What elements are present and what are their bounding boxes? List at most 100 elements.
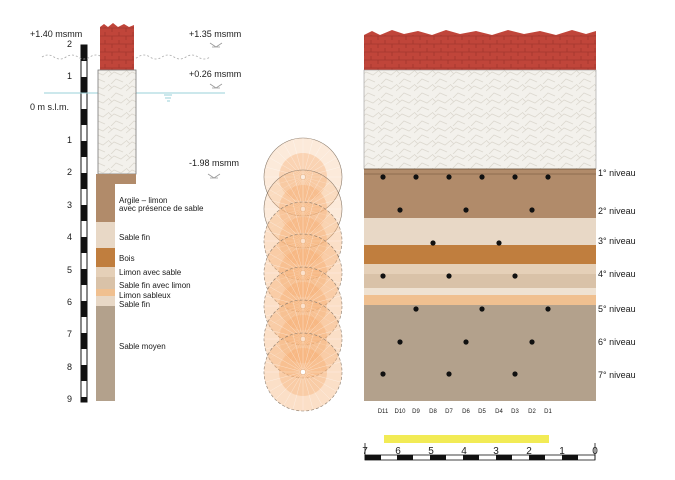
sampling-point	[413, 174, 419, 180]
stratum-silt-sand	[364, 264, 596, 274]
sampling-point	[529, 339, 535, 345]
elevation-right-low: -1.98 msmm	[189, 158, 239, 168]
sampling-point	[380, 174, 386, 180]
sampling-point	[446, 174, 452, 180]
soil-label-argile-2: avec présence de sable	[119, 204, 204, 213]
soil-label-limon-sable: Limon avec sable	[119, 268, 182, 277]
scale-tick: 2	[67, 167, 72, 177]
column-label: D2	[528, 409, 536, 415]
horizontal-scale-bar	[364, 443, 596, 461]
elevation-right-top: +1.35 msmm	[189, 29, 241, 39]
scale-tick: 4	[67, 232, 72, 242]
pile-disc	[263, 332, 343, 412]
column-label: D8	[429, 409, 437, 415]
sampling-point	[413, 306, 419, 312]
hscale-tick: 7	[362, 446, 368, 457]
highlight-bar	[384, 435, 549, 443]
sampling-point	[430, 240, 436, 246]
scale-tick: 3	[67, 200, 72, 210]
soil-label-sable-fin-2: Sable fin	[119, 300, 150, 309]
soil-label-limon-sableux: Limon sableux	[119, 291, 171, 300]
column-label: D5	[478, 409, 486, 415]
level-label: 1° niveau	[598, 168, 636, 178]
elevation-left-top: +1.40 msmm	[30, 29, 82, 39]
hscale-tick: 4	[461, 446, 467, 457]
sampling-point	[380, 273, 386, 279]
horizontal-scale-labels: 7 6 5 4 3 2 1 0	[362, 446, 598, 457]
scale-tick: 6	[67, 297, 72, 307]
stratum-silty-sand	[364, 288, 596, 295]
column-label: D3	[511, 409, 519, 415]
level-label: 7° niveau	[598, 370, 636, 380]
scale-tick: 7	[67, 329, 72, 339]
soil-label-argile: Argile – limon	[119, 196, 167, 205]
soil-column-left	[96, 174, 136, 401]
sampling-point	[496, 240, 502, 246]
column-label: D11	[378, 409, 389, 415]
stratum-fine-sand	[364, 218, 596, 245]
soil-labels: Argile – limon avec présence de sable Sa…	[119, 196, 204, 351]
sampling-point	[446, 273, 452, 279]
sampling-point	[512, 371, 518, 377]
column-labels: D11 D10 D9 D8 D7 D6 D5 D4 D3 D2 D1	[378, 409, 553, 415]
brick-wall-left	[100, 27, 134, 70]
soil-label-sable-fin: Sable fin	[119, 233, 150, 242]
column-label: D7	[445, 409, 453, 415]
level-marker-icon	[209, 42, 223, 48]
hscale-tick: 0	[592, 446, 598, 457]
column-label: D4	[495, 409, 503, 415]
sampling-point	[397, 339, 403, 345]
soil-label-bois: Bois	[119, 254, 135, 263]
sampling-point	[512, 174, 518, 180]
scale-tick: 8	[67, 362, 72, 372]
elevation-right-mid: +0.26 msmm	[189, 69, 241, 79]
level-label: 4° niveau	[598, 269, 636, 279]
vertical-scale-labels: 2 1 1 2 3 4 5 6 7 8 9	[67, 39, 72, 404]
level-labels: 1° niveau 2° niveau 3° niveau 4° niveau …	[598, 168, 636, 380]
scale-tick: 1	[67, 135, 72, 145]
stratum-fine-sand-2	[364, 295, 596, 305]
hscale-tick: 6	[395, 446, 401, 457]
hscale-tick: 3	[493, 446, 499, 457]
level-label: 5° niveau	[598, 304, 636, 314]
pile-disc-stack	[263, 137, 343, 412]
column-label: D1	[544, 409, 552, 415]
column-label: D9	[412, 409, 420, 415]
column-label: D10	[394, 409, 406, 415]
hscale-tick: 2	[526, 446, 532, 457]
scale-tick: 9	[67, 394, 72, 404]
sampling-point	[512, 273, 518, 279]
left-section: 2 1 1 2 3 4 5 6 7 8 9 +1.40 msmm 0 m s.l…	[30, 23, 241, 404]
sampling-point	[463, 207, 469, 213]
level-marker-icon	[207, 173, 221, 179]
concrete-block-left	[97, 69, 137, 175]
sampling-point	[545, 306, 551, 312]
sampling-point	[479, 174, 485, 180]
level-label: 6° niveau	[598, 337, 636, 347]
scale-tick: 2	[67, 39, 72, 49]
scale-tick: 5	[67, 265, 72, 275]
hscale-tick: 1	[559, 446, 565, 457]
sampling-point	[529, 207, 535, 213]
hscale-tick: 5	[428, 446, 434, 457]
sampling-point	[463, 339, 469, 345]
soil-label-sable-moyen: Sable moyen	[119, 342, 166, 351]
elevation-left-zero: 0 m s.l.m.	[30, 102, 69, 112]
sampling-point	[397, 207, 403, 213]
sampling-point	[446, 371, 452, 377]
concrete-block-right	[363, 69, 597, 170]
stratum-fine-sand-silt	[364, 274, 596, 288]
sampling-point	[545, 174, 551, 180]
stratum-medium-sand	[364, 305, 596, 401]
sampling-point	[479, 306, 485, 312]
sampling-point	[380, 371, 386, 377]
sampling-points	[380, 174, 551, 377]
column-label: D6	[462, 409, 470, 415]
level-label: 3° niveau	[598, 236, 636, 246]
brick-wall-right	[364, 35, 596, 70]
stratum-wood	[364, 245, 596, 264]
right-section: 1° niveau 2° niveau 3° niveau 4° niveau …	[362, 30, 636, 461]
water-level-icon	[164, 94, 172, 102]
scale-tick: 1	[67, 71, 72, 81]
